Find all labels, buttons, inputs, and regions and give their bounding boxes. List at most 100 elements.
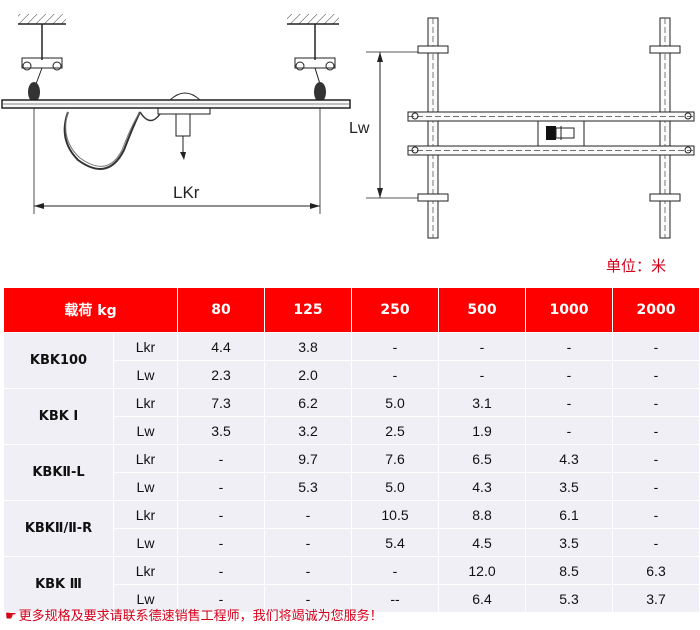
model-name-cell: KBK100 [3,332,114,389]
param-name-cell: Lkr [113,444,178,473]
value-cell: 12.0 [438,556,526,585]
value-cell: 9.7 [264,444,352,473]
value-cell: - [612,528,700,557]
load-header-label: 载荷 kg [3,287,178,333]
value-cell: 6.4 [438,584,526,613]
param-name-cell: Lw [113,472,178,501]
param-name-cell: Lw [113,584,178,613]
value-cell: - [612,332,700,361]
value-cell: - [177,500,265,529]
value-cell: 3.5 [525,528,613,557]
value-cell: - [264,556,352,585]
value-cell: 4.5 [438,528,526,557]
value-cell: - [525,416,613,445]
value-cell: 2.5 [351,416,439,445]
value-cell: 5.3 [525,584,613,613]
model-name-cell: KBKⅡ/Ⅱ-R [3,500,114,557]
value-cell: - [612,472,700,501]
footer-note-text: 更多规格及要求请联系德速销售工程师，我们将竭诚为您服务！ [18,609,383,624]
param-name-cell: Lkr [113,388,178,417]
value-cell: 5.3 [264,472,352,501]
value-cell: - [177,556,265,585]
load-column-header: 125 [264,287,352,333]
param-name-cell: Lkr [113,500,178,529]
value-cell: 7.3 [177,388,265,417]
value-cell: - [177,472,265,501]
value-cell: 3.8 [264,332,352,361]
param-name-cell: Lw [113,360,178,389]
value-cell: -- [351,584,439,613]
value-cell: - [612,388,700,417]
value-cell: 1.9 [438,416,526,445]
value-cell: - [351,332,439,361]
value-cell: - [612,444,700,473]
model-name-cell: KBK Ⅲ [3,556,114,613]
value-cell: - [525,332,613,361]
lw-dimension-label: Lw [349,120,370,137]
value-cell: - [525,360,613,389]
value-cell: 6.1 [525,500,613,529]
load-column-header: 80 [177,287,265,333]
param-name-cell: Lw [113,528,178,557]
value-cell: 8.8 [438,500,526,529]
value-cell: 5.0 [351,472,439,501]
pointing-hand-icon: ☛ [5,609,17,624]
value-cell: 7.6 [351,444,439,473]
value-cell: 4.3 [438,472,526,501]
value-cell: - [351,556,439,585]
value-cell: - [612,416,700,445]
value-cell: 3.5 [177,416,265,445]
value-cell: 5.0 [351,388,439,417]
value-cell: 3.2 [264,416,352,445]
value-cell: - [177,584,265,613]
value-cell: 10.5 [351,500,439,529]
value-cell: 2.0 [264,360,352,389]
value-cell: 5.4 [351,528,439,557]
crane-plan-view: Lw [349,17,695,239]
value-cell: 2.3 [177,360,265,389]
value-cell: - [177,528,265,557]
model-name-cell: KBKⅡ-L [3,444,114,501]
crane-diagrams: LKr Lw [0,0,700,255]
crane-side-elevation: LKr [1,14,351,214]
table-header-row: 载荷 kg 80 125 250 500 1000 2000 [3,287,700,333]
value-cell: 4.4 [177,332,265,361]
load-column-header: 250 [351,287,439,333]
model-name-cell: KBK Ⅰ [3,388,114,445]
load-column-header: 2000 [612,287,700,333]
value-cell: 6.2 [264,388,352,417]
load-column-header: 1000 [525,287,613,333]
load-column-header: 500 [438,287,526,333]
footer-note: ☛更多规格及要求请联系德速销售工程师，我们将竭诚为您服务！ [5,605,383,624]
value-cell: - [351,360,439,389]
param-name-cell: Lkr [113,556,178,585]
lkr-dimension-label: LKr [173,183,200,202]
param-name-cell: Lw [113,416,178,445]
value-cell: 4.3 [525,444,613,473]
value-cell: - [438,332,526,361]
value-cell: - [525,388,613,417]
value-cell: - [264,500,352,529]
value-cell: 6.5 [438,444,526,473]
value-cell: 3.7 [612,584,700,613]
value-cell: - [612,360,700,389]
value-cell: 3.5 [525,472,613,501]
value-cell: - [438,360,526,389]
unit-label: 单位：米 [605,257,666,275]
value-cell: 3.1 [438,388,526,417]
param-name-cell: Lkr [113,332,178,361]
value-cell: - [177,444,265,473]
value-cell: - [264,528,352,557]
value-cell: 8.5 [525,556,613,585]
value-cell: - [612,500,700,529]
